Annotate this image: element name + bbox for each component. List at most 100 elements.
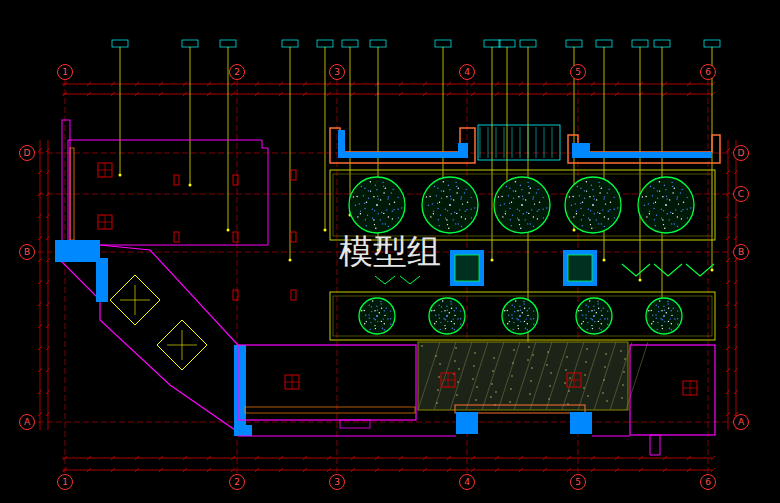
planter-box xyxy=(563,250,597,286)
hatch-dot xyxy=(548,398,550,400)
axis-bubble: C xyxy=(733,186,749,202)
tree-dot xyxy=(593,315,594,316)
tree-dot xyxy=(593,196,594,197)
tree-dot xyxy=(367,215,368,216)
vent-grid xyxy=(574,373,575,387)
tree-dot xyxy=(449,204,450,205)
tree-dot xyxy=(665,204,666,205)
light-fixture xyxy=(291,232,296,242)
dimension-tick xyxy=(423,92,427,96)
tree-dot xyxy=(515,181,516,182)
tree-dot xyxy=(527,223,528,224)
hatch-dot xyxy=(454,360,456,362)
wall-segment xyxy=(650,435,660,455)
callout-tag xyxy=(182,40,198,47)
paved-area xyxy=(418,342,628,410)
tree-dot xyxy=(453,318,454,319)
tree-dot xyxy=(656,215,657,216)
stair-tread xyxy=(496,127,497,158)
tree-dot xyxy=(673,308,674,309)
column-fill xyxy=(55,240,108,302)
hatch-dot xyxy=(513,349,515,351)
hatch-dot xyxy=(490,396,492,398)
tree-dot xyxy=(576,211,577,212)
dimension-tick xyxy=(726,148,730,152)
tree-dot xyxy=(519,315,520,316)
tree-dot xyxy=(356,196,357,197)
tree-dot xyxy=(381,321,382,322)
hatch-dot xyxy=(623,371,625,373)
planter-box xyxy=(450,250,484,286)
tree-dot xyxy=(672,192,673,193)
tree-dot xyxy=(394,202,395,203)
callout-tag xyxy=(435,40,451,47)
tree-dot xyxy=(451,321,452,322)
hatch-dot xyxy=(620,350,622,352)
hatch-dot xyxy=(546,364,548,366)
tree-dot xyxy=(474,207,475,208)
tree-symbol xyxy=(494,177,550,233)
hatch-dot xyxy=(547,351,549,353)
tree-dot xyxy=(586,190,587,191)
tree-dot xyxy=(668,308,669,309)
dimension-tick xyxy=(399,82,403,86)
tree-dot xyxy=(381,212,382,213)
tree-dot xyxy=(571,205,572,206)
tree-dot xyxy=(589,300,590,301)
tree-dot xyxy=(588,311,589,312)
hatch-dot xyxy=(529,393,531,395)
dimension-tick xyxy=(734,346,738,350)
leader-dot xyxy=(119,174,122,177)
tree-dot xyxy=(376,315,377,316)
dimension-tick xyxy=(183,82,187,86)
hatch-dot xyxy=(476,386,478,388)
tree-dot xyxy=(572,196,573,197)
tree-dot xyxy=(517,209,518,210)
tree-dot xyxy=(598,182,599,183)
tree-dot xyxy=(664,185,665,186)
tree-dot xyxy=(430,216,431,217)
wall-segment xyxy=(62,120,70,245)
tree-dot xyxy=(387,318,388,319)
hatch-dot xyxy=(437,389,439,391)
tree-dot xyxy=(531,209,532,210)
tree-dot xyxy=(665,204,666,205)
tree-dot xyxy=(665,204,666,205)
elevator-shaft xyxy=(157,320,207,370)
tree-dot xyxy=(646,216,647,217)
brick-strip xyxy=(455,405,585,413)
tree-dot xyxy=(519,210,520,211)
dimension-tick xyxy=(726,258,730,262)
tree-dot xyxy=(374,325,375,326)
tree-dot xyxy=(524,321,525,322)
tree-dot xyxy=(527,310,528,311)
tree-dot xyxy=(450,301,451,302)
tree-dot xyxy=(439,305,440,306)
tree-dot xyxy=(594,213,595,214)
hatch-dot xyxy=(436,402,438,404)
dimension-tick xyxy=(159,92,163,96)
dimension-tick xyxy=(38,148,42,152)
tree-dot xyxy=(376,315,377,316)
tree-dot xyxy=(456,213,457,214)
tree-dot xyxy=(674,318,675,319)
dimension-tick xyxy=(726,236,730,240)
dimension-tick xyxy=(38,368,42,372)
tree-dot xyxy=(529,308,530,309)
hatch-line xyxy=(562,342,584,410)
dimension-tick xyxy=(111,82,115,86)
tree-dot xyxy=(521,204,522,205)
tree-dot xyxy=(662,328,663,329)
callout-tag xyxy=(220,40,236,47)
leader-line xyxy=(190,47,191,185)
tree-dot xyxy=(671,182,672,183)
dimension-tick xyxy=(87,92,91,96)
dimension-tick xyxy=(46,302,50,306)
tree-dot xyxy=(438,219,439,220)
tree-dot xyxy=(590,224,591,225)
hatch-dot xyxy=(509,401,511,403)
tree-dot xyxy=(510,219,511,220)
tree-dot xyxy=(391,192,392,193)
tree-dot xyxy=(651,310,652,311)
tree-dot xyxy=(677,324,678,325)
